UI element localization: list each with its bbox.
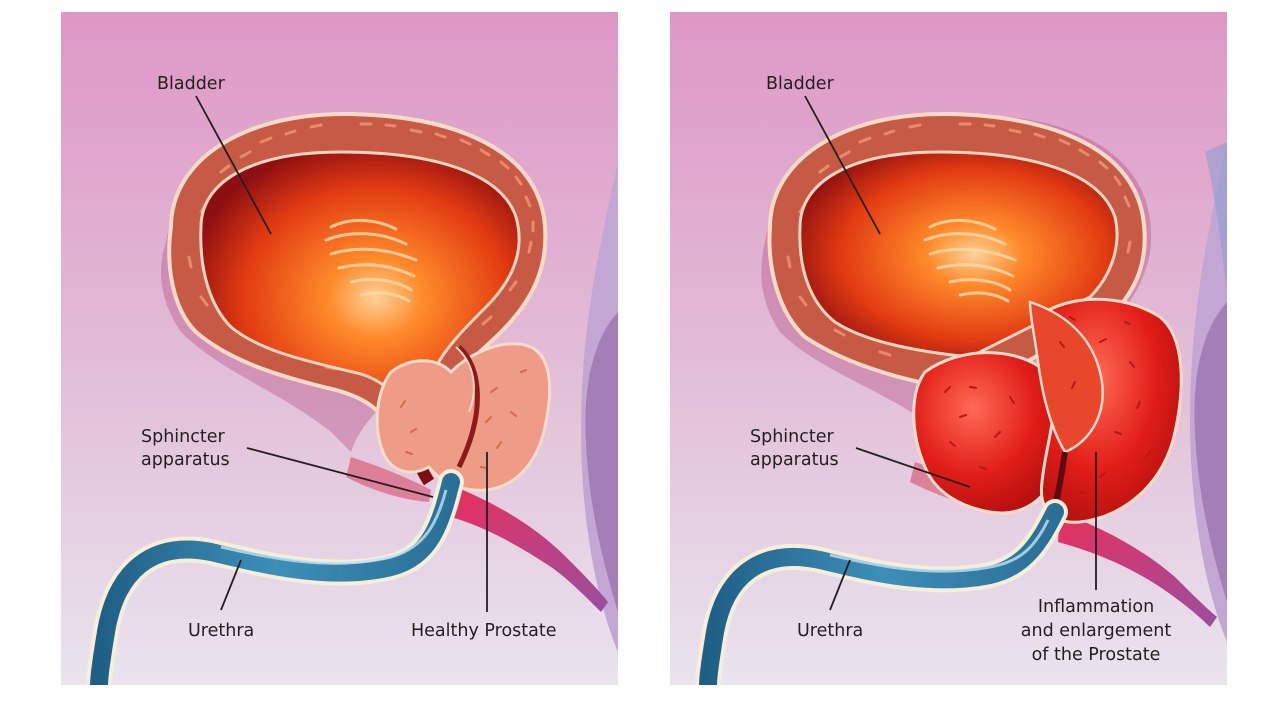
- healthy-prostate: [375, 342, 552, 492]
- prostate-texture: [944, 316, 1151, 494]
- bladder-cavity: [199, 150, 521, 419]
- label-prostate-line1: Inflammation: [1038, 597, 1154, 617]
- sphincter-leader: [855, 447, 971, 488]
- prostate-urethra-channel: [456, 345, 480, 469]
- leader-lines: [804, 95, 1097, 611]
- label-urethra: Urethra: [188, 621, 254, 641]
- healthy-prostate-panel: Bladder Sphincter apparatus Urethra Heal…: [61, 12, 618, 685]
- urethra: [699, 503, 1064, 685]
- urethra-highlight: [829, 519, 1050, 573]
- pelvic-bone-edge: [1205, 142, 1227, 292]
- label-sphincter-line1: Sphincter: [141, 427, 226, 447]
- label-sphincter-line2: apparatus: [141, 450, 230, 470]
- label-sphincter-line1: Sphincter: [750, 427, 835, 447]
- urethra-leader: [220, 559, 242, 611]
- bladder-wall-texture: [786, 122, 1132, 357]
- bladder-leader: [195, 95, 272, 235]
- bladder-folds: [923, 218, 1017, 303]
- label-sphincter-line2: apparatus: [750, 450, 839, 470]
- label-healthy-prostate: Healthy Prostate: [411, 621, 556, 641]
- sphincter-leader: [246, 447, 434, 498]
- bladder-leader: [804, 95, 881, 235]
- prostate-texture: [400, 369, 527, 469]
- enlarged-prostate-panel: Bladder Sphincter apparatus Urethra Infl…: [670, 12, 1227, 685]
- healthy-prostate-illustration: Bladder Sphincter apparatus Urethra Heal…: [61, 12, 618, 685]
- label-bladder: Bladder: [157, 74, 226, 94]
- urethra-leader: [829, 559, 851, 611]
- blood-vessel: [1058, 512, 1217, 627]
- urethra-highlight: [220, 489, 448, 565]
- label-urethra: Urethra: [797, 621, 863, 641]
- label-prostate-line2: and enlargement: [1021, 621, 1172, 641]
- enlarged-prostate-illustration: Bladder Sphincter apparatus Urethra Infl…: [670, 12, 1227, 685]
- enlarged-prostate-left-lobe: [912, 351, 1064, 515]
- blood-vessel: [451, 487, 608, 612]
- rectum: [1194, 302, 1227, 602]
- bladder-folds: [324, 218, 418, 303]
- label-prostate-line3: of the Prostate: [1032, 645, 1161, 665]
- rectum: [585, 312, 618, 612]
- enlarged-prostate-middle-lobe: [1028, 300, 1104, 454]
- urethra: [90, 473, 460, 685]
- prostate-division: [455, 346, 475, 413]
- leader-lines: [195, 95, 488, 612]
- label-bladder: Bladder: [766, 74, 835, 94]
